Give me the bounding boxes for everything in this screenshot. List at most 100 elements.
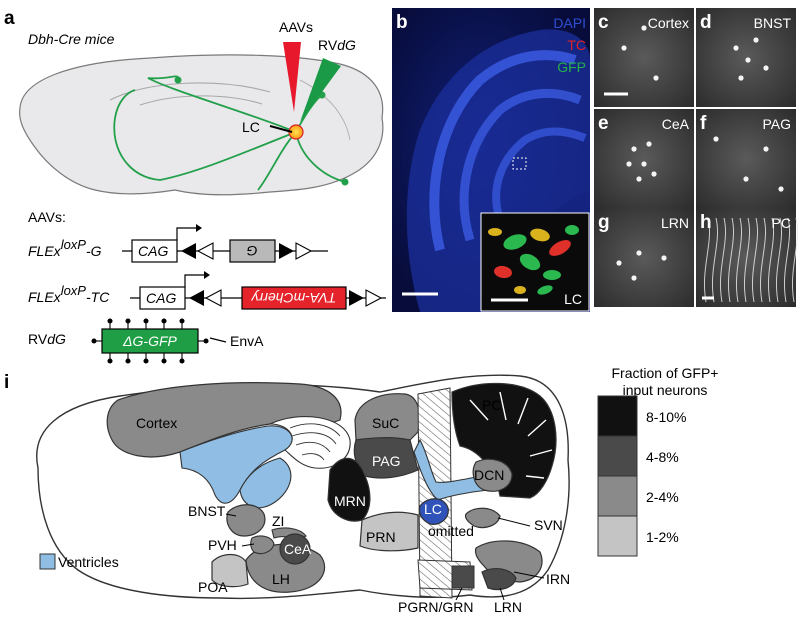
micro-panel-f [696,109,796,208]
loxp-site [279,243,294,259]
brain-internal-curve-2 [139,95,263,106]
micro-panel-region-label: BNST [754,15,792,31]
projection-tract-cortex [147,75,297,133]
label-bnst: BNST [188,503,226,519]
panel-b: b DAPI TC GFP LC [392,8,590,312]
delta-g-gfp-box [101,328,199,354]
lc-inset-cells [488,225,579,295]
cerebellum-layer [492,127,587,222]
micro-panel-region-label: CeA [662,116,690,132]
purkinje-dendrite [775,217,783,303]
labeled-neuron [743,176,749,182]
legend-title-line1: Fraction of GFP+ [612,365,719,381]
gfp-label: GFP [557,59,586,75]
panel-i-letter: i [4,372,9,393]
flex-tc-label: FLExloxP-TC [28,283,110,305]
panel-a: a Dbh-Cre mice LC AAVs RVdG AAVs: FLExlo… [4,8,386,364]
micro-panel-letter: f [700,113,707,134]
aavs-needle-label: AAVs [279,19,313,35]
label-lrn: LRN [494,599,522,615]
aavs-list-label: AAVs: [28,209,66,225]
labeled-neuron [641,161,647,167]
lc-label: LC [242,119,260,135]
flex-g-cag-box [131,239,178,263]
legend-label: 1-2% [646,529,679,545]
rv-needle-label: RVdG [318,37,356,53]
label-omitted: omitted [428,523,474,539]
labeled-neuron [651,171,657,177]
fraction-legend: 8-10%4-8%2-4%1-2% [597,395,686,557]
flex-g-promoter-arrowhead [196,224,202,232]
labeled-neuron [745,57,751,63]
label-pag: PAG [372,453,401,469]
labeled-neuron [733,45,739,51]
micro-panel-d [696,8,796,107]
flex-tc-promoter-arrow [184,274,204,287]
bnst-pointer [225,513,237,517]
irn-pointer [513,571,545,579]
brain-internal-curve [109,82,271,101]
label-mrn: MRN [334,493,366,509]
micro-panel-region-label: PC [772,215,791,231]
label-pvh: PVH [208,537,237,553]
labeled-neuron [636,176,642,182]
micro-panel-letter: h [700,212,712,233]
dapi-label: DAPI [553,15,586,31]
legend-label: 4-8% [646,449,679,465]
region-mrn [327,457,371,522]
labeled-neuron [616,260,622,266]
purkinje-dendrite [751,217,759,303]
cerebellum-layer [459,88,582,242]
region-pag [353,437,419,479]
hippocampus-hatching [289,423,341,461]
label-pc: PC [482,397,501,413]
region-poa [211,553,249,588]
tc-label: TC [567,37,586,53]
label-dcn: DCN [474,467,504,483]
legend-title-line2: input neurons [623,382,708,398]
micro-panel-g [594,208,694,307]
rvdg-label: RVdG [28,331,66,347]
micro-panel-region-label: LRN [661,215,689,231]
legend-swatch [597,515,638,557]
micro-panel-c [594,8,694,107]
flex-tc-cag-box [139,286,186,310]
label-cea: CeA [284,541,312,557]
labeled-neuron [738,75,744,81]
region-lc [418,498,449,525]
ventricles-legend-swatch [39,553,56,570]
region-dcn [472,458,513,492]
region-pc [451,382,557,499]
legend-swatch [597,435,638,477]
pgrn-pointer [455,587,463,601]
lox2272-site [295,242,313,260]
micro-panel-e [594,109,694,208]
svn-pointer [497,517,531,527]
delta-g-gfp-text: ΔG-GFP [122,333,177,349]
label-pgrn: PGRN/GRN [398,599,473,615]
flex-tc-promoter-arrowhead [204,271,210,279]
labeled-neuron [621,45,627,51]
region-bnst [226,504,266,537]
envelope-spikes [91,318,209,364]
labeled-neuron [763,65,769,71]
labeled-neuron [661,255,667,261]
panel-b-letter: b [396,12,408,33]
purkinje-dendrite [791,217,799,303]
purkinje-dendrite [703,217,711,303]
projection-tract-forebrain [113,89,297,181]
label-cortex: Cortex [136,415,177,431]
legend-swatch [597,395,638,437]
flex-g-promoter-arrow [176,227,196,240]
labeled-neuron [636,250,642,256]
purkinje-dendrite [743,217,751,303]
lrn-pointer [499,587,505,601]
purkinje-dendrite [783,217,791,303]
inset-lc-label: LC [564,291,582,307]
labeled-neuron [646,141,652,147]
lox2272-site [204,289,222,307]
legend-label: 2-4% [646,489,679,505]
tract-terminal [174,76,182,84]
micro-panel-letter: g [598,212,610,233]
label-svn: SVN [534,517,563,533]
